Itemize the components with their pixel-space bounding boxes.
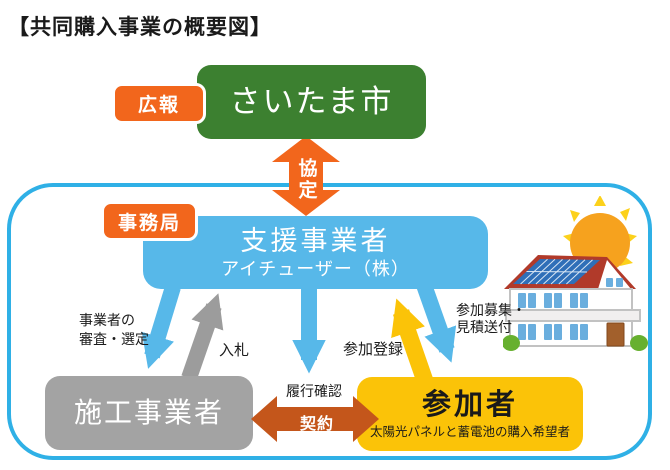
support-operator-company: アイチューザー（株） (221, 258, 410, 279)
screening-label-line2: 審査・選定 (79, 331, 149, 347)
bush (630, 335, 648, 351)
house-icon (503, 255, 648, 351)
bidding-label: 入札 (219, 342, 250, 359)
registration-label: 参加登録 (343, 341, 404, 358)
floor-band (505, 309, 641, 322)
support-operator-label: 支援事業者 (240, 225, 391, 256)
fulfillment-check-label: 履行確認 (286, 383, 342, 399)
recruitment-label-line1: 参加募集・ (456, 302, 526, 318)
solar-panel-grid (520, 258, 593, 285)
participants-label: 参加者 (421, 388, 518, 421)
sun-ray (620, 208, 630, 221)
page-title: 【共同購入事業の概要図】 (8, 16, 272, 39)
door-icon (606, 322, 625, 347)
windows (518, 278, 623, 340)
solar-house-illustration (503, 196, 648, 351)
sun-ray (570, 210, 580, 222)
recruitment-label: 参加募集・ 見積送付 (456, 302, 526, 336)
contract-label: 契約 (299, 416, 334, 433)
node-participants: 参加者 太陽光パネルと蓄電池の購入希望者 (357, 377, 583, 451)
node-saitama-city: さいたま市 (197, 65, 426, 139)
agreement-label: 協定 (295, 158, 317, 202)
bush (503, 335, 520, 351)
badge-public-relations: 広報 (112, 83, 206, 124)
construction-operator-label: 施工事業者 (73, 396, 224, 428)
screening-label: 事業者の 審査・選定 (79, 311, 149, 349)
sun-ray (594, 196, 606, 206)
node-construction-operator: 施工事業者 (45, 376, 253, 450)
screening-label-line1: 事業者の (79, 312, 135, 328)
recruitment-label-line2: 見積送付 (456, 319, 512, 335)
node-support-operator: 支援事業者 アイチューザー（株） (143, 216, 488, 289)
badge-secretariat: 事務局 (101, 201, 198, 241)
participants-sublabel: 太陽光パネルと蓄電池の購入希望者 (369, 424, 570, 439)
saitama-city-label: さいたま市 (229, 84, 394, 120)
